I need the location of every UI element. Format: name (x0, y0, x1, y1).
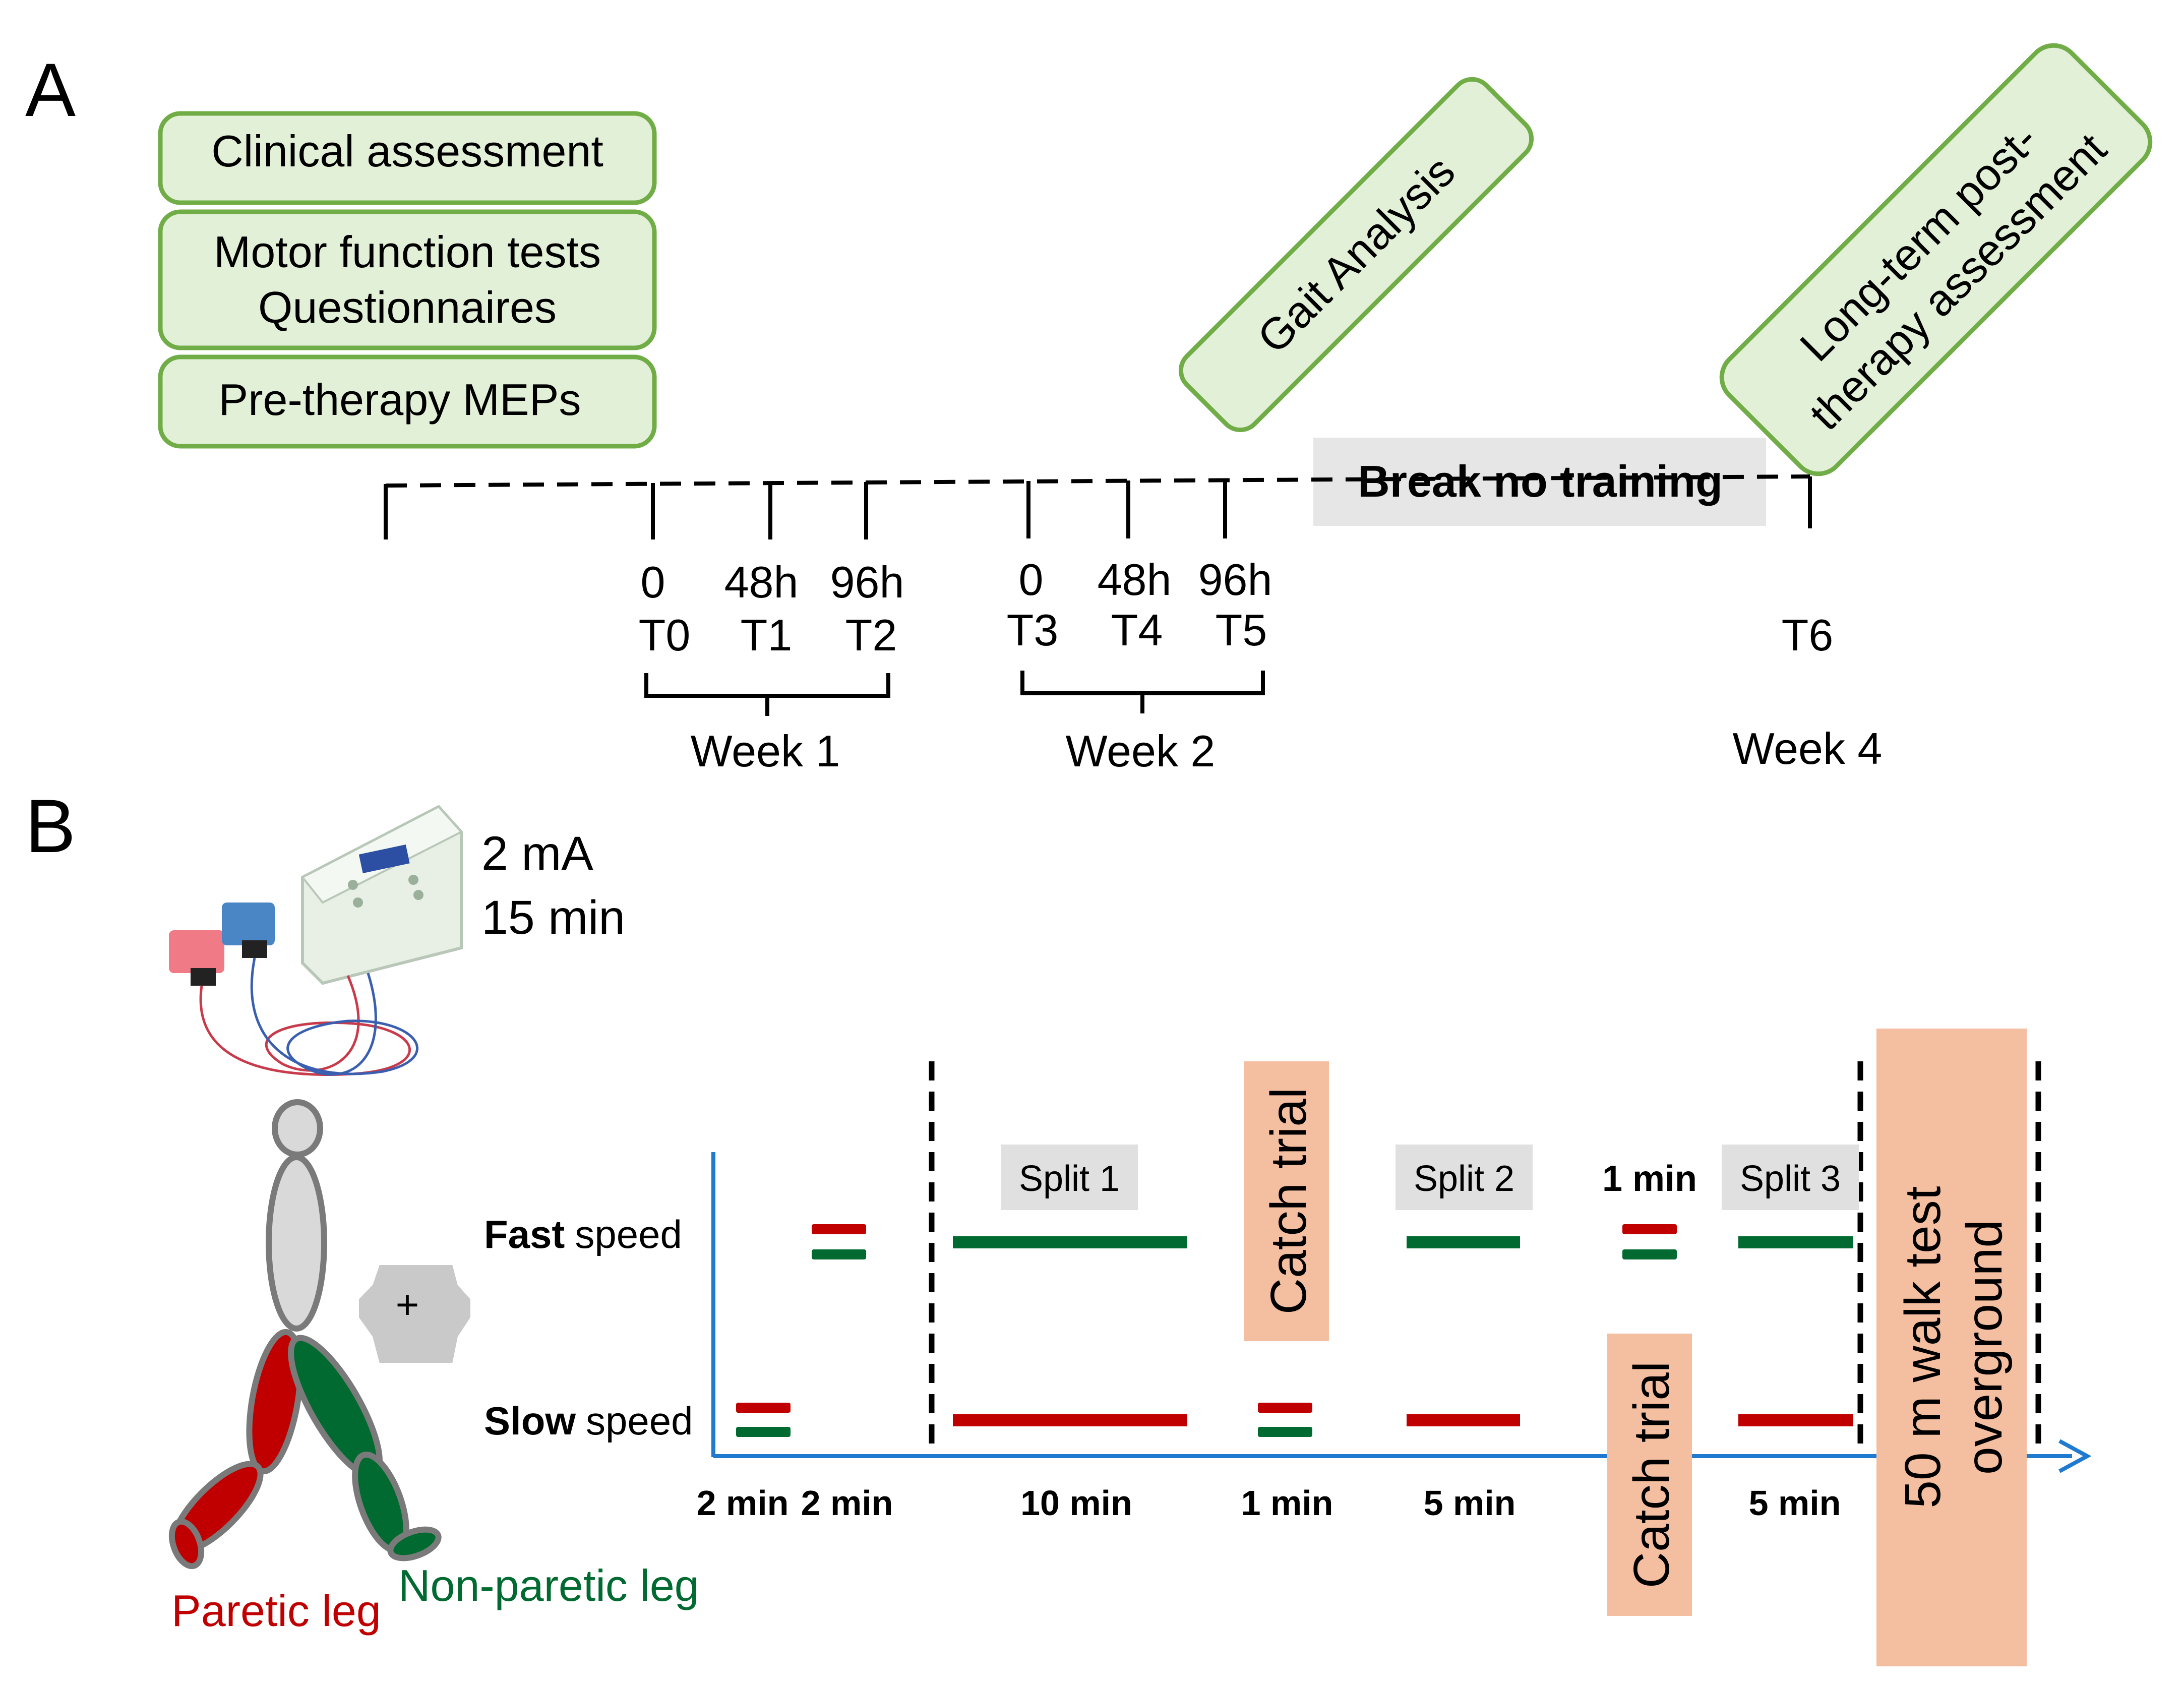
pre-therapy-meps-text: Pre-therapy MEPs (219, 375, 581, 425)
split-3-box (1722, 1145, 1859, 1210)
tp-code-6: T6 (1782, 610, 1834, 660)
week-1-label: Week 1 (691, 726, 840, 776)
tp-code-4: T4 (1111, 605, 1163, 655)
split-1-box (1001, 1145, 1138, 1210)
duration-label-3: 1 min (1241, 1483, 1333, 1523)
tp-hour-2: 96h (830, 557, 904, 607)
break-box (1313, 438, 1766, 526)
tp-code-0: T0 (639, 610, 691, 660)
tp-hour-5: 96h (1198, 555, 1272, 605)
split-3-label: Split 3 (1740, 1159, 1841, 1199)
stimulator-device-illustration (169, 805, 463, 1076)
baseline-fast-green-bar (812, 1249, 866, 1259)
assessment-boxes (158, 111, 657, 449)
gait-analysis-text: Gait Analysis (1248, 146, 1465, 363)
body-figure-illustration (168, 1099, 442, 1570)
week-4-label: Week 4 (1733, 724, 1883, 773)
split1-fast-green-bar (953, 1236, 1187, 1248)
catch-trial-box-2 (1607, 1334, 1692, 1616)
stim-duration-label: 15 min (481, 891, 625, 944)
split1-slow-red-bar (953, 1414, 1187, 1426)
tied2-red-bar (1622, 1224, 1677, 1234)
split3-slow-red-bar (1738, 1414, 1853, 1426)
clinical-assessment-text: Clinical assessment (211, 126, 603, 176)
duration-label-2: 10 min (1020, 1483, 1132, 1523)
pre-therapy-meps-box (158, 354, 657, 449)
electrode-pad-icon (359, 1265, 470, 1363)
catch-trial-text-2: Catch trial (1623, 1361, 1680, 1588)
timeline-ticks (384, 476, 1812, 539)
polarity-plus: + (396, 1282, 419, 1327)
split2-slow-red-bar (1407, 1414, 1520, 1426)
panel-b-label: B (25, 784, 76, 868)
tp-code-5: T5 (1216, 605, 1267, 655)
walk-test-text-line1: 50 m walk test (1895, 1186, 1951, 1508)
duration-label-4: 5 min (1424, 1483, 1516, 1523)
motor-function-box (158, 209, 657, 350)
split2-fast-green-bar (1407, 1236, 1520, 1248)
duration-label-1: 2 min (801, 1483, 893, 1523)
split-1-label: Split 1 (1019, 1159, 1120, 1199)
week1-brace (644, 673, 890, 716)
duration-label-0: 2 min (697, 1483, 789, 1523)
tp-hour-4: 48h (1098, 555, 1172, 605)
tied1-red-bar (1258, 1403, 1312, 1413)
catch-trial-text-1: Catch trial (1260, 1088, 1317, 1314)
break-label: Break no training (1358, 456, 1723, 506)
tp-code-3: T3 (1007, 605, 1059, 655)
baseline-fast-red-bar (812, 1224, 866, 1234)
belt-speed-bars (736, 1224, 1853, 1437)
tied2-green-bar (1622, 1249, 1677, 1259)
tp-code-2: T2 (845, 610, 897, 660)
x-axis-arrowhead (2058, 1439, 2092, 1473)
catch-trial-box-1 (1244, 1061, 1329, 1341)
baseline-slow-red-bar (736, 1403, 791, 1413)
panel-a-label: A (25, 47, 76, 132)
clinical-assessment-box (158, 111, 657, 205)
walk-test-box (1876, 1029, 2027, 1666)
tp-hour-3: 0 (1019, 555, 1044, 605)
paretic-leg-label: Paretic leg (171, 1586, 381, 1636)
tp-code-1: T1 (741, 610, 793, 660)
split-2-box (1396, 1145, 1533, 1210)
split-2-label: Split 2 (1414, 1159, 1514, 1199)
stim-current-label: 2 mA (481, 827, 593, 880)
gait-analysis-box: Gait Analysis (1178, 77, 1534, 433)
split3-fast-green-bar (1738, 1236, 1853, 1248)
long-term-assessment-box: Long-term post- therapy assessment (1719, 43, 2153, 476)
tp-hour-0: 0 (641, 557, 665, 607)
duration-label-5: 5 min (1749, 1483, 1841, 1523)
phase-separators (929, 1061, 2041, 1455)
motor-function-text: Motor function tests (214, 227, 601, 277)
non-paretic-leg-label: Non-paretic leg (398, 1560, 699, 1610)
one-min-label: 1 min (1602, 1159, 1697, 1199)
week2-brace (1020, 671, 1265, 713)
walk-test-text-line2: overground (1956, 1220, 2013, 1475)
week-2-label: Week 2 (1066, 726, 1216, 776)
tp-hour-1: 48h (724, 557, 799, 607)
baseline-slow-green-bar (736, 1427, 791, 1437)
questionnaires-text: Questionnaires (258, 282, 557, 332)
tied1-green-bar (1258, 1427, 1312, 1437)
